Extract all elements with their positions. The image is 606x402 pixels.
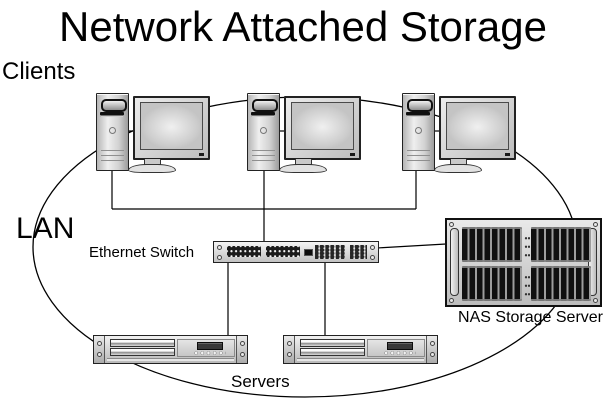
clients-label: Clients <box>2 58 76 85</box>
nas-handle <box>450 228 459 296</box>
rack-server-2 <box>283 335 438 364</box>
screw-icon <box>286 341 292 346</box>
nas-handle <box>588 228 597 296</box>
nas-storage-server-icon <box>445 218 602 307</box>
port-block-2 <box>266 246 300 257</box>
rack-ear <box>236 336 247 363</box>
case-vents <box>252 150 275 163</box>
server-front-panel <box>177 339 235 357</box>
server-display <box>387 342 413 350</box>
led-bank-1 <box>315 245 345 259</box>
monitor-icon <box>439 96 516 160</box>
nas-drive-row-1 <box>462 227 591 262</box>
case-vents <box>101 150 124 163</box>
monitor-screen <box>140 102 203 150</box>
client-computer-3 <box>402 93 517 173</box>
screw-icon <box>217 245 222 250</box>
nas-led-column <box>524 232 530 257</box>
drive-bay-group <box>531 227 591 262</box>
drive-bay-group <box>531 266 591 301</box>
tower-case-icon <box>96 93 129 171</box>
rack-server-1 <box>93 335 248 364</box>
uplink-port-icon <box>304 249 313 256</box>
power-button-icon <box>109 127 116 134</box>
drive-bay-slot <box>110 348 175 356</box>
server-groove <box>297 358 424 361</box>
client-computer-2 <box>247 93 362 173</box>
monitor-base <box>279 164 327 173</box>
screw-icon <box>370 255 375 260</box>
screw-icon <box>217 255 222 260</box>
screw-icon <box>96 352 102 357</box>
monitor-base <box>434 164 482 173</box>
monitor-icon <box>133 96 210 160</box>
nas-drive-row-2 <box>462 266 591 301</box>
nas-led-column <box>524 271 530 296</box>
cd-drive-icon <box>101 99 127 112</box>
screw-icon <box>370 245 375 250</box>
screw-icon <box>449 298 454 303</box>
server-buttons <box>382 351 416 355</box>
screw-icon <box>239 352 245 357</box>
lan-label: LAN <box>16 212 75 245</box>
server-display <box>197 342 223 350</box>
led-bank-2 <box>350 245 367 259</box>
port-block-1 <box>227 246 261 257</box>
monitor-screen <box>291 102 354 150</box>
floppy-drive-icon <box>100 112 124 117</box>
drive-bay-slot <box>300 348 365 356</box>
monitor-base <box>128 164 176 173</box>
server-groove <box>107 358 234 361</box>
server-front-panel <box>367 339 425 357</box>
drive-bay-group <box>462 227 522 262</box>
monitor-power-button <box>505 153 510 156</box>
monitor-power-button <box>199 153 204 156</box>
rack-ear <box>426 336 437 363</box>
drive-bay-slot <box>300 339 365 347</box>
cd-drive-icon <box>252 99 278 112</box>
rack-ear <box>94 336 105 363</box>
tower-case-icon <box>402 93 435 171</box>
screw-icon <box>593 298 598 303</box>
screw-icon <box>429 352 435 357</box>
ethernet-switch-icon <box>213 241 379 263</box>
power-button-icon <box>415 127 422 134</box>
cd-drive-icon <box>407 99 433 112</box>
screw-icon <box>449 222 454 227</box>
ethernet-switch-label: Ethernet Switch <box>89 244 195 261</box>
nas-label: NAS Storage Server <box>458 309 603 326</box>
drive-bay-group <box>462 266 522 301</box>
client-computer-1 <box>96 93 211 173</box>
rack-ear <box>284 336 295 363</box>
monitor-screen <box>446 102 509 150</box>
screw-icon <box>429 341 435 346</box>
diagram-title: Network Attached Storage <box>59 3 547 50</box>
drive-bay-slot <box>110 339 175 347</box>
tower-case-icon <box>247 93 280 171</box>
servers-label: Servers <box>231 372 290 391</box>
screw-icon <box>593 222 598 227</box>
switch-nas-line <box>376 243 447 249</box>
screw-icon <box>239 341 245 346</box>
screw-icon <box>96 341 102 346</box>
floppy-drive-icon <box>406 112 430 117</box>
monitor-power-button <box>350 153 355 156</box>
monitor-icon <box>284 96 361 160</box>
server-buttons <box>192 351 226 355</box>
case-vents <box>407 150 430 163</box>
screw-icon <box>286 352 292 357</box>
floppy-drive-icon <box>251 112 275 117</box>
power-button-icon <box>260 127 267 134</box>
